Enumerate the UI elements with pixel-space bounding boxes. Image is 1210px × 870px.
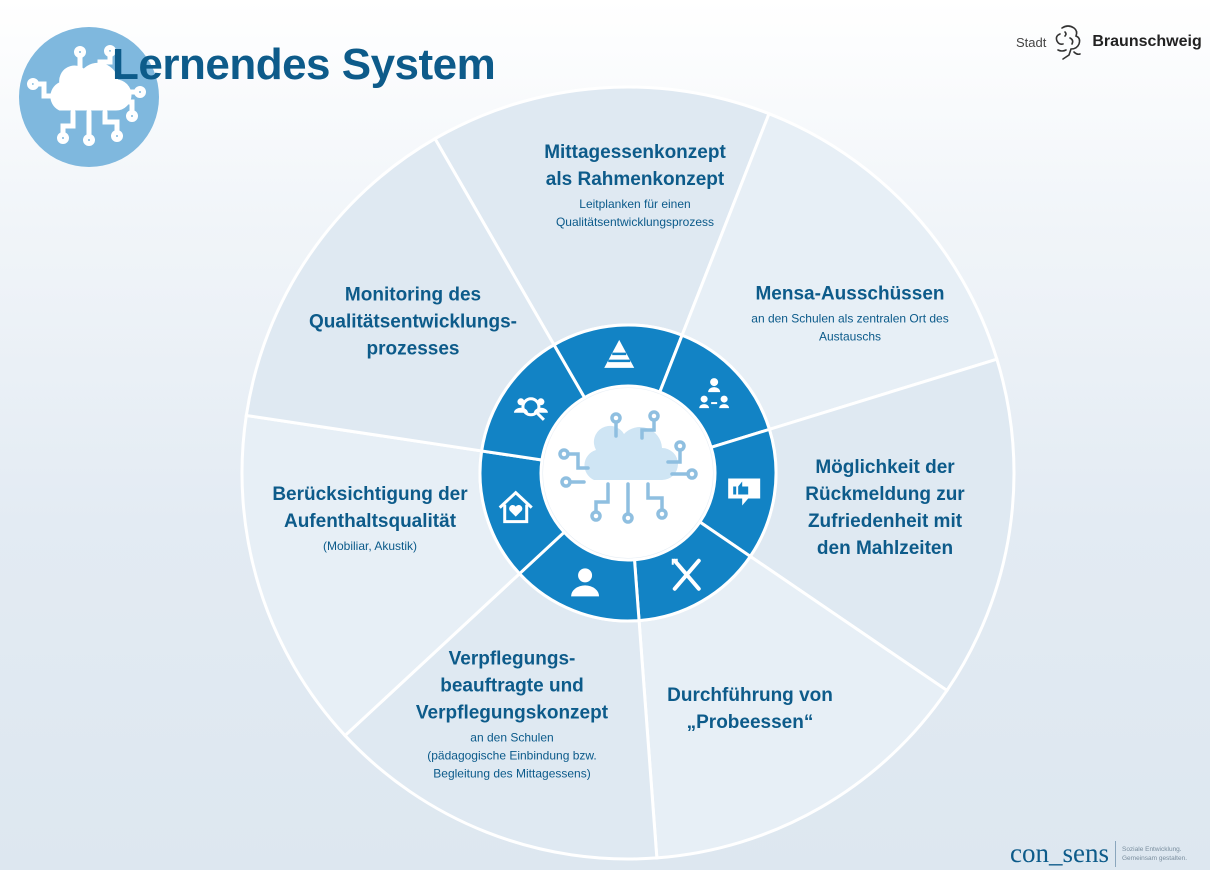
fork-knife-icon: [671, 558, 701, 591]
group-search-icon: [513, 397, 548, 421]
consens-logo: con_sens Soziale Entwicklung. Gemeinsam …: [1010, 838, 1187, 869]
segment-subtext: (Mobiliar, Akustik): [322, 539, 418, 553]
city-logo: Stadt Braunschweig: [1016, 22, 1202, 62]
segment-heading: Mensa-Ausschüssen: [755, 283, 945, 305]
title-badge-icon: [19, 27, 159, 167]
segment-mittagessenkonzept: Mittagessenkonzept als Rahmenkonzept Lei…: [505, 139, 765, 231]
lion-crest-icon: [1055, 25, 1082, 60]
person-icon: [571, 568, 600, 597]
segment-heading: Mittagessenkonzept als Rahmenkonzept: [544, 142, 726, 190]
segment-heading: Durchführung von „Probeessen“: [667, 685, 833, 733]
segment-heading: Berücksichtigung der Aufenthaltsqualität: [272, 484, 468, 532]
consens-tagline: Soziale Entwicklung. Gemeinsam gestalten…: [1121, 845, 1188, 862]
segment-monitoring: Monitoring des Qualitätsentwicklungs- pr…: [283, 282, 543, 363]
pyramid-icon: [604, 339, 635, 368]
segment-subtext: Leitplanken für einen Qualitätsentwicklu…: [555, 197, 715, 229]
segment-subtext: an den Schulen als zentralen Ort des Aus…: [751, 311, 949, 344]
segment-heading: Möglichkeit der Rückmeldung zur Zufriede…: [805, 457, 965, 559]
ring-segment: [479, 342, 587, 462]
house-heart-icon: [498, 490, 533, 524]
segment-probeessen: Durchführung von „Probeessen“: [620, 682, 880, 736]
cloud-network-icon: [558, 410, 698, 524]
segment-mensa-ausschuesse: Mensa-Ausschüssen an den Schulen als zen…: [700, 281, 1000, 346]
segment-subtext: an den Schulen (pädagogische Einbindung …: [427, 730, 597, 781]
segment-rueckmeldung: Möglichkeit der Rückmeldung zur Zufriede…: [755, 454, 1015, 562]
city-name: Braunschweig: [1092, 33, 1202, 50]
city-prefix: Stadt: [1016, 34, 1047, 50]
segment-aufenthaltsqualitaet: Berücksichtigung der Aufenthaltsqualität…: [240, 481, 500, 555]
page-title: Lernendes System: [112, 40, 496, 89]
consens-brand: con_sens: [1010, 838, 1109, 868]
segment-verpflegungsbeauftragte: Verpflegungs- beauftragte und Verpflegun…: [372, 646, 652, 783]
network-people-icon: [699, 378, 730, 409]
thumbs-up-speech-icon: [728, 478, 761, 506]
logo-divider: [1114, 840, 1116, 867]
segment-heading: Monitoring des Qualitätsentwicklungs- pr…: [309, 284, 517, 360]
segment-heading: Verpflegungs- beauftragte und Verpflegun…: [415, 648, 609, 724]
